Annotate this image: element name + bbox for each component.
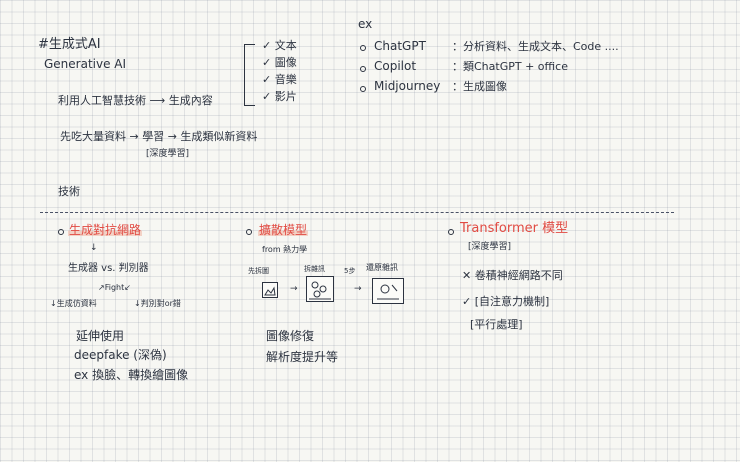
bullet-icon	[58, 229, 64, 235]
arrow-right-icon: →	[290, 284, 298, 294]
output-image: ✓ 圖像	[262, 56, 297, 69]
gan-app-2: deepfake (深偽)	[74, 348, 167, 362]
transformer-point-1: ✕ 卷積神經網路不同	[462, 269, 563, 282]
output-text: ✓ 文本	[262, 39, 297, 52]
topic-title: #生成式AI	[38, 37, 101, 52]
transformer-point-2: ✓ [自注意力機制]	[462, 295, 550, 308]
deep-learning-tag: [深度學習]	[146, 149, 190, 159]
definition: 利用人工智慧技術 ⟶ 生成內容	[58, 94, 213, 107]
process-flow: 先吃大量資料 → 學習 → 生成類似新資料	[60, 130, 258, 143]
examples-heading: ex	[358, 17, 373, 31]
transformer-point-3: [平行處理]	[470, 318, 523, 331]
discriminator-role: ↓判別對or錯	[134, 299, 181, 308]
diffusion-title: 擴散模型	[258, 223, 309, 237]
gan-app-1: 延伸使用	[76, 329, 125, 343]
bullet-icon	[448, 229, 454, 235]
gan-fight: ↗Fight↙	[98, 283, 131, 292]
gan-arrow: ↓	[90, 243, 98, 253]
step-second: 拆雜訊	[304, 265, 325, 273]
section-divider	[40, 212, 674, 213]
gan-app-3: ex 換臉、轉換繪圖像	[74, 368, 189, 382]
topic-subtitle: Generative AI	[44, 57, 127, 71]
bullet-icon	[360, 66, 366, 72]
generator-role: ↓生成仿資料	[50, 299, 97, 308]
example-name: ChatGPT	[374, 39, 426, 53]
step-fourth: 還原雜訊	[366, 263, 398, 272]
example-desc: ：生成圖像	[452, 80, 507, 93]
example-name: Copilot	[374, 59, 417, 73]
step-first: 先拆圖	[248, 267, 269, 275]
transformer-title: Transformer 模型	[460, 221, 569, 236]
diffusion-app-1: 圖像修復	[266, 329, 315, 343]
diffusion-app-2: 解析度提升等	[266, 350, 339, 364]
step-third: 5步	[344, 267, 356, 275]
bullet-icon	[360, 45, 366, 51]
noisy-image-icon	[306, 276, 334, 302]
outputs-brace	[244, 44, 255, 106]
original-image-icon	[262, 282, 278, 298]
tech-label: 技術	[58, 185, 80, 198]
example-desc: ：類ChatGPT + office	[452, 60, 568, 73]
diffusion-origin: from 熱力學	[262, 245, 308, 254]
bullet-icon	[360, 86, 366, 92]
output-music: ✓ 音樂	[262, 73, 297, 86]
arrow-right-icon: →	[354, 284, 362, 294]
gan-versus: 生成器 vs. 判別器	[68, 263, 149, 274]
restored-image-icon	[372, 278, 404, 304]
transformer-tag: [深度學習]	[468, 242, 512, 252]
bullet-icon	[246, 229, 252, 235]
output-video: ✓ 影片	[262, 90, 297, 103]
example-name: Midjourney	[374, 79, 441, 93]
example-desc: ：分析資料、生成文本、Code ....	[452, 40, 619, 53]
gan-title: 生成對抗網路	[68, 223, 143, 237]
